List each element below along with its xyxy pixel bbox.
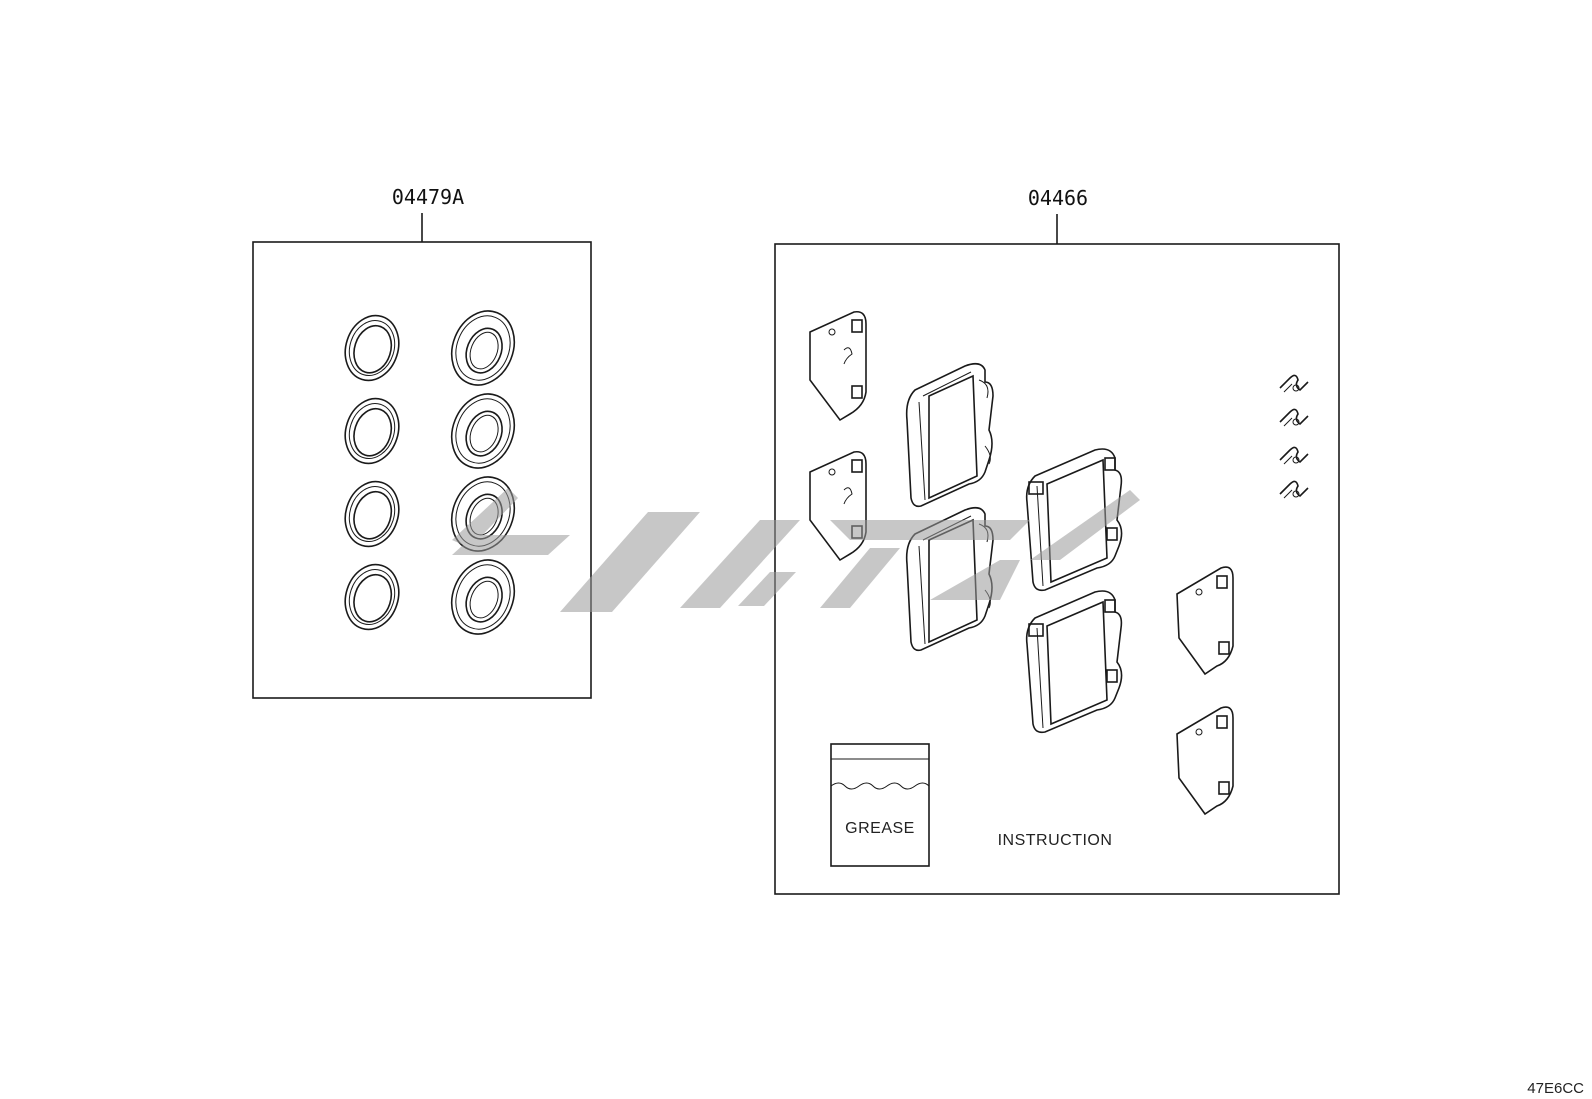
seal-ring-icon[interactable] (337, 558, 407, 637)
spring-clip-icon[interactable] (1279, 408, 1309, 427)
figure-id: 47E6CC (1527, 1080, 1584, 1097)
spring-clip-icon[interactable] (1279, 446, 1309, 465)
anti-squeal-shim-icon[interactable] (809, 450, 867, 562)
seal-ring-icon[interactable] (337, 392, 407, 471)
dust-boot-icon[interactable] (441, 385, 525, 478)
anti-squeal-shim-icon[interactable] (1176, 566, 1234, 676)
anti-squeal-shim-icon[interactable] (1176, 706, 1234, 816)
left-kit: 04479A (252, 185, 592, 699)
brake-pad-icon[interactable] (905, 362, 994, 508)
spring-clip-icon[interactable] (1279, 480, 1309, 499)
brake-pad-icon[interactable] (1025, 590, 1123, 734)
left-kit-frame (252, 241, 592, 699)
spring-clip-icon[interactable] (1279, 374, 1309, 393)
grease-packet-icon[interactable]: GREASE (830, 743, 930, 867)
grease-label: GREASE (845, 820, 915, 837)
right-kit-part-number[interactable]: 04466 (1028, 186, 1088, 210)
right-kit-frame (774, 243, 1340, 895)
left-kit-part-number[interactable]: 04479A (392, 185, 464, 209)
instruction-label[interactable]: INSTRUCTION (998, 832, 1113, 849)
anti-squeal-shim-icon[interactable] (809, 310, 867, 422)
seal-ring-icon[interactable] (337, 475, 407, 554)
dust-boot-icon[interactable] (441, 551, 525, 644)
seal-ring-icon[interactable] (337, 309, 407, 388)
watermark-logo-icon (452, 488, 1140, 612)
dust-boot-icon[interactable] (441, 302, 525, 395)
